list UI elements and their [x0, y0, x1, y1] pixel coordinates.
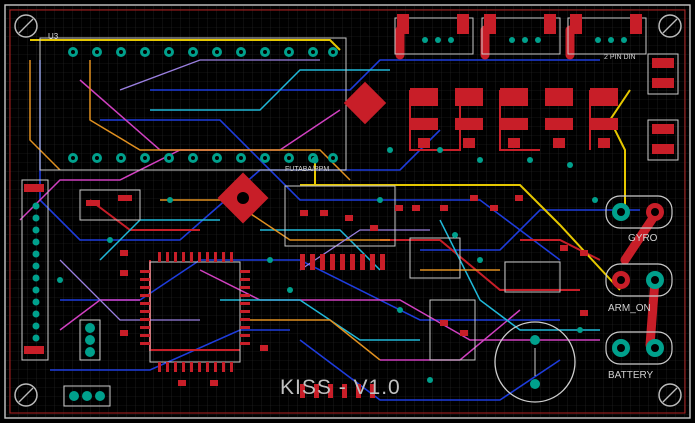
power-traces — [395, 25, 660, 350]
mounting-hole-icon — [14, 383, 38, 407]
arm-on-terminal — [605, 263, 673, 297]
battery-terminal — [605, 331, 673, 365]
mounting-hole-icon — [658, 14, 682, 38]
buzzer-footprint — [494, 321, 576, 403]
via-icon — [57, 147, 598, 383]
signal-traces-yellow — [30, 39, 631, 291]
right-edge-connectors — [647, 53, 679, 161]
pin-header-horizontal — [63, 385, 111, 407]
board-outline — [4, 4, 691, 419]
top-connector-right — [567, 14, 647, 55]
board-grid — [6, 6, 689, 417]
ic-chip-icon — [140, 252, 250, 372]
ic-chip-icon — [217, 172, 269, 224]
smd-pad-row — [300, 254, 385, 270]
component-outlines — [79, 185, 561, 361]
smd-components — [86, 195, 588, 386]
driver-pad-row — [410, 88, 618, 148]
gyro-terminal — [605, 195, 673, 229]
top-connector-left — [394, 14, 474, 55]
ic-chip-icon — [343, 81, 387, 125]
pin-header-vertical — [79, 319, 101, 361]
mounting-hole-icon — [658, 383, 682, 407]
left-edge-connector — [21, 179, 49, 361]
mounting-hole-icon — [14, 14, 38, 38]
smd-pad-row-bottom — [300, 384, 375, 398]
top-connector-middle — [481, 14, 561, 55]
board-outline-keepout — [9, 9, 686, 414]
